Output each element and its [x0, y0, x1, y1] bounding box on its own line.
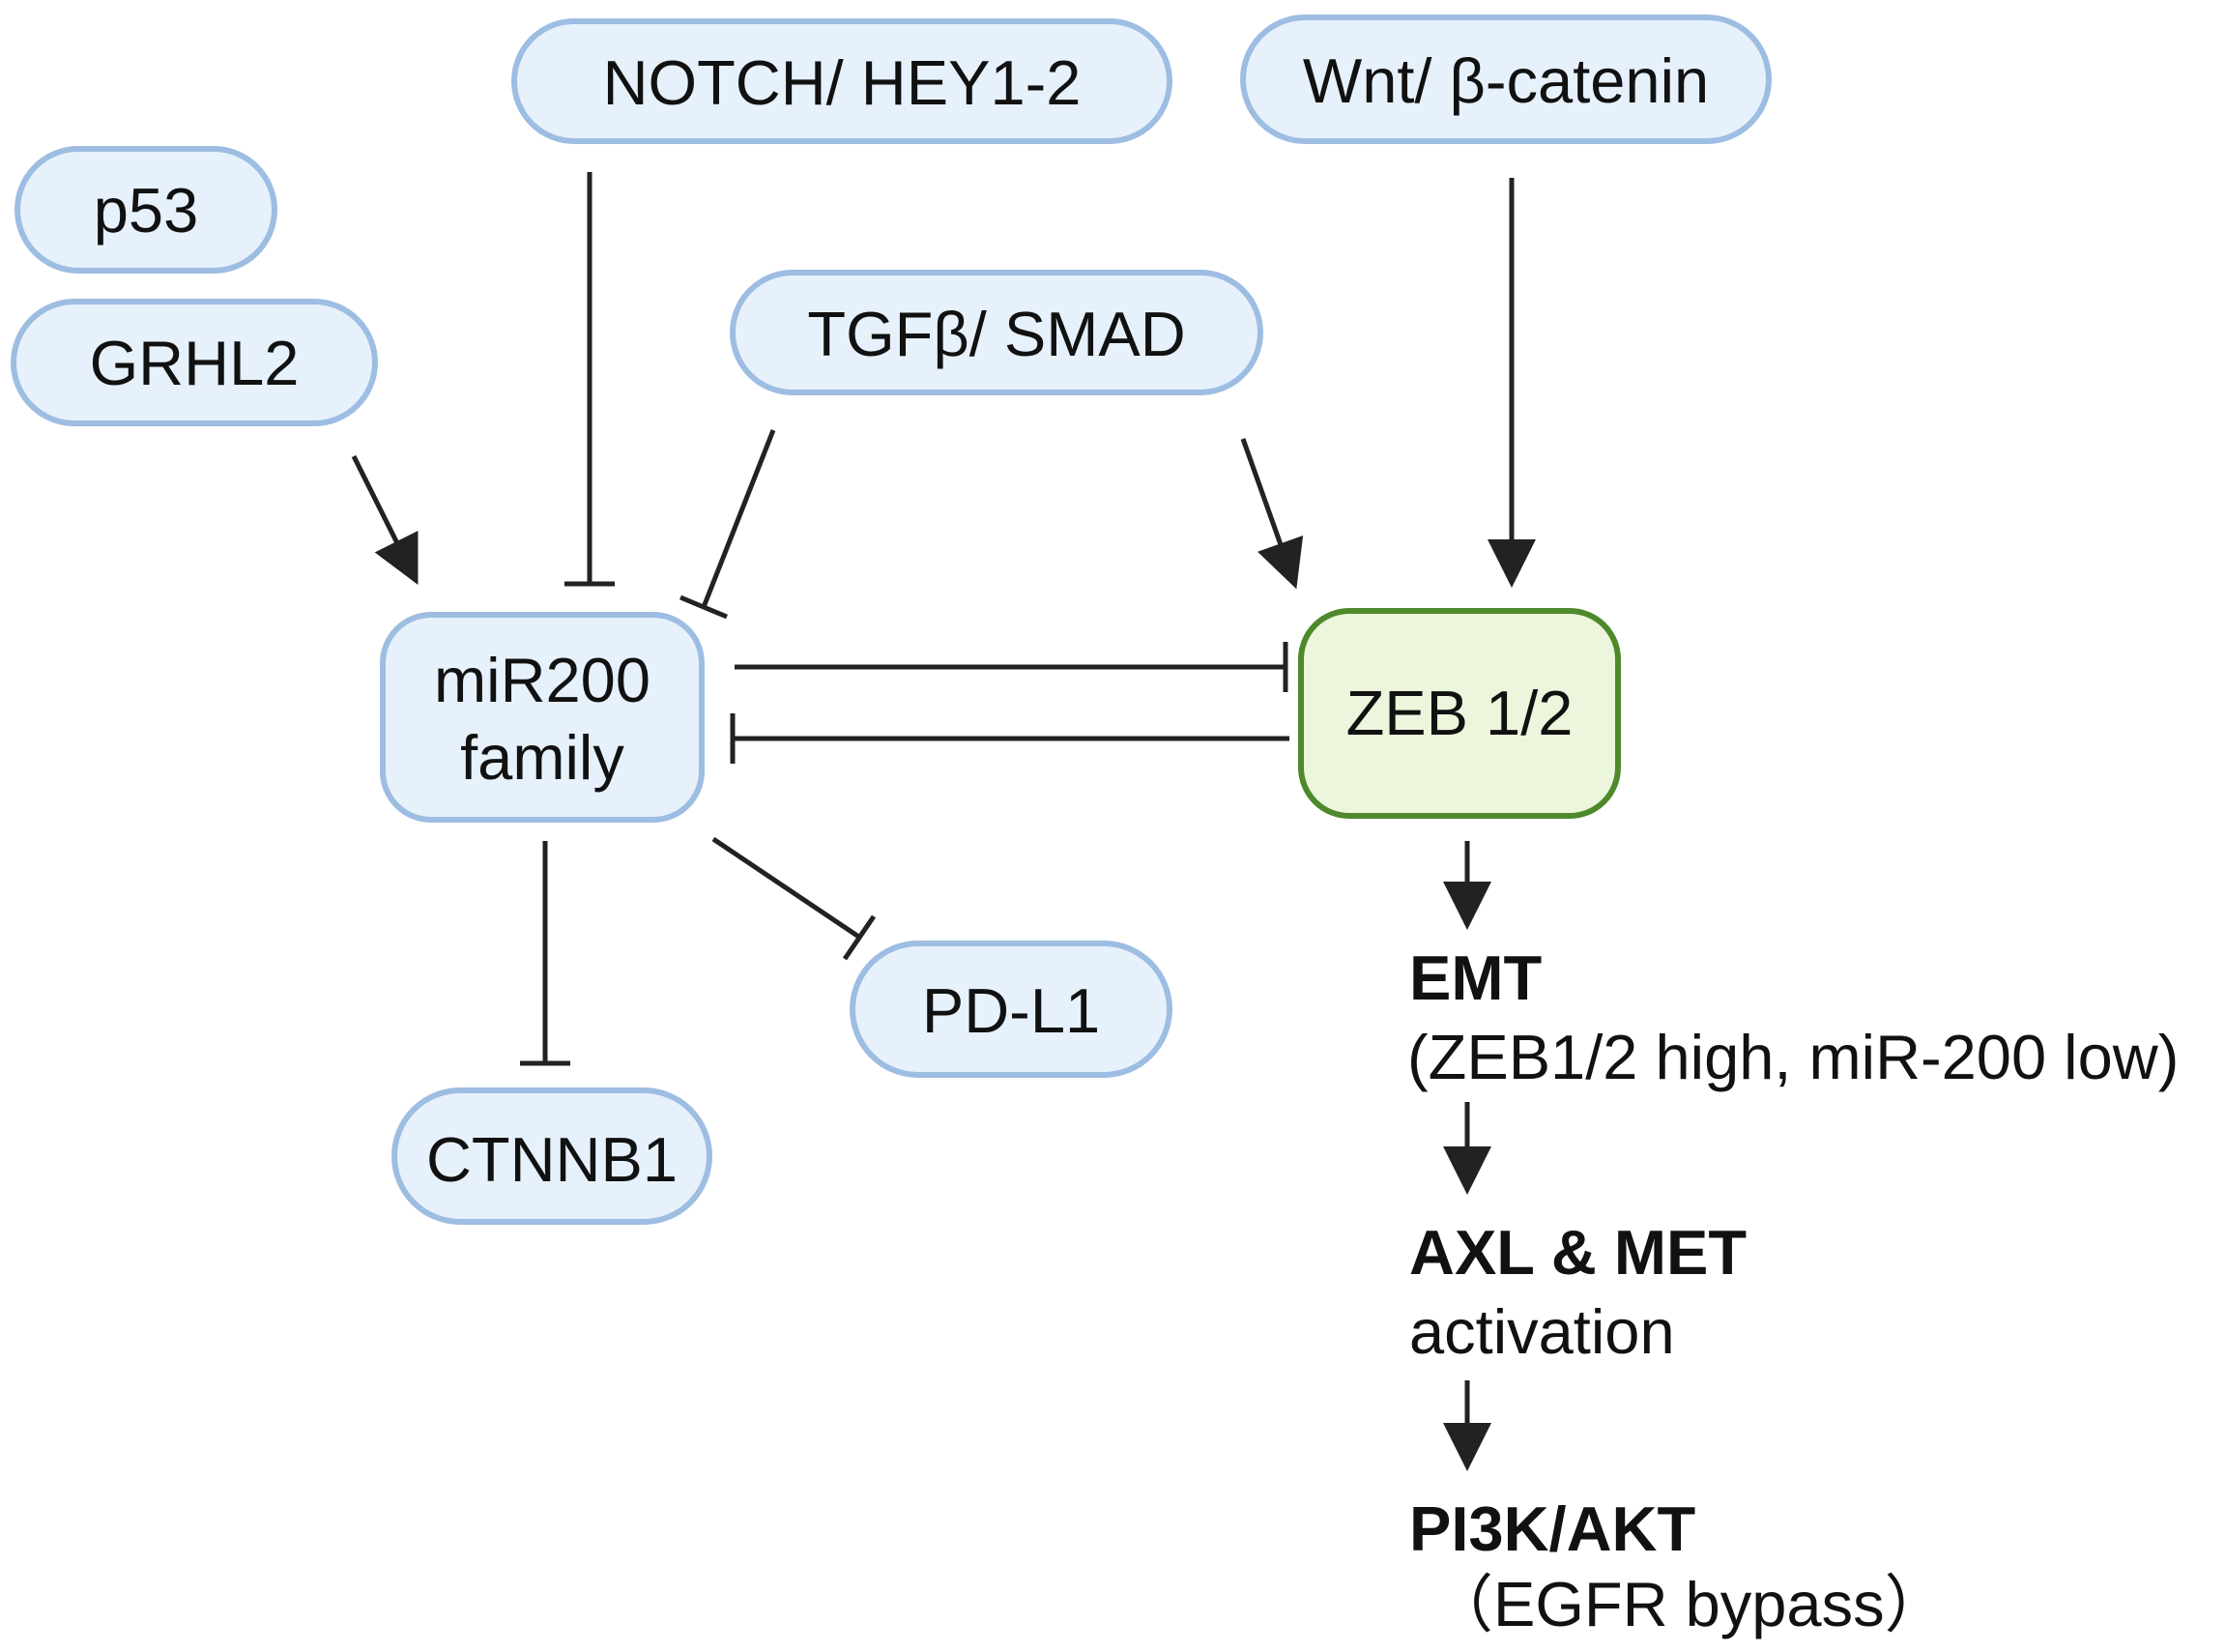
node-ctnnb1-label: CTNNB1 — [426, 1124, 678, 1195]
edges — [351, 172, 1536, 1471]
edge-grhl2-activates-mir200 — [351, 454, 419, 585]
cascade-axl-title: AXL & MET — [1409, 1217, 1747, 1288]
cascade-emt-detail: (ZEB1/2 high, miR-200 low) — [1407, 1022, 2179, 1092]
edge-mir200-inhibits-ctnnb1 — [520, 841, 570, 1066]
cascade-axl-detail: activation — [1409, 1296, 1675, 1367]
node-zeb-label: ZEB 1/2 — [1346, 678, 1574, 748]
cascade-pi3k-title: PI3K/AKT — [1409, 1493, 1695, 1564]
node-zeb: ZEB 1/2 — [1298, 608, 1621, 819]
node-wnt-label: Wnt/ β-catenin — [1303, 45, 1709, 116]
cascade-emt-title: EMT — [1409, 942, 1542, 1013]
node-tgfb-label: TGFβ/ SMAD — [807, 299, 1185, 369]
node-pdl1: PD-L1 — [850, 941, 1172, 1078]
node-wnt: Wnt/ β-catenin — [1240, 14, 1772, 144]
node-pdl1-label: PD-L1 — [922, 975, 1100, 1046]
node-notch-label: NOTCH/ HEY1-2 — [603, 47, 1082, 118]
edge-zeb-inhibits-mir200 — [730, 713, 1289, 764]
node-mir200: miR200 family — [380, 612, 705, 823]
node-grhl2-label: GRHL2 — [90, 328, 300, 398]
node-tgfb: TGFβ/ SMAD — [730, 270, 1263, 395]
node-ctnnb1: CTNNB1 — [391, 1087, 712, 1225]
node-notch: NOTCH/ HEY1-2 — [511, 18, 1172, 144]
cascade: EMT (ZEB1/2 high, miR-200 low) AXL & MET… — [1407, 942, 2179, 1639]
node-mir200-label-line1: miR200 — [434, 645, 650, 715]
edge-mir200-inhibits-pdl1 — [711, 836, 877, 961]
edge-tgfb-activates-zeb — [1240, 438, 1304, 590]
node-mir200-label-line2: family — [460, 722, 624, 793]
node-p53: p53 — [14, 146, 277, 274]
edge-notch-inhibits-mir200 — [564, 172, 615, 587]
edge-mir200-inhibits-zeb — [735, 642, 1288, 692]
node-grhl2: GRHL2 — [11, 299, 378, 426]
edge-tgfb-inhibits-mir200 — [679, 429, 776, 620]
node-p53-label: p53 — [94, 175, 198, 246]
cascade-pi3k-detail: （EGFR bypass） — [1430, 1569, 1948, 1639]
